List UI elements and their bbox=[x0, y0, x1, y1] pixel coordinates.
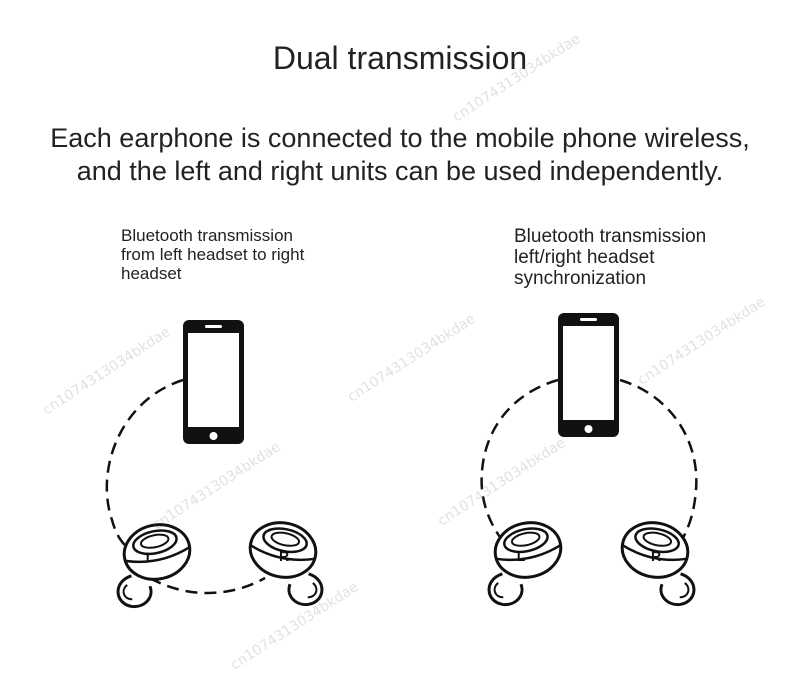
left-dashed-link-phone-to-left bbox=[105, 378, 184, 549]
right-diagram: L R bbox=[480, 313, 698, 606]
page-subtitle: Each earphone is connected to the mobile… bbox=[0, 122, 800, 188]
earbud-left-icon bbox=[116, 517, 197, 608]
right-diagram-caption: Bluetooth transmission left/right headse… bbox=[514, 226, 707, 289]
left-diagram: L R bbox=[105, 320, 324, 608]
right-dashed-link-phone-to-right bbox=[619, 378, 698, 539]
phone-icon bbox=[558, 313, 619, 437]
earbud-right-label: R bbox=[651, 548, 661, 564]
earbud-right-icon bbox=[243, 515, 324, 606]
earbud-left-label: L bbox=[517, 548, 526, 564]
earbud-right-icon bbox=[615, 515, 696, 606]
earbud-left-label: L bbox=[146, 549, 155, 565]
left-dashed-link-left-to-right bbox=[149, 576, 266, 595]
left-diagram-caption: Bluetooth transmission from left headset… bbox=[121, 226, 305, 283]
earbud-right-label: R bbox=[279, 548, 289, 564]
subtitle-line-1: Each earphone is connected to the mobile… bbox=[50, 123, 750, 153]
subtitle-line-2: and the left and right units can be used… bbox=[76, 156, 724, 186]
page-title: Dual transmission bbox=[272, 40, 528, 76]
earbud-left-icon bbox=[487, 515, 568, 606]
right-dashed-link-phone-to-left bbox=[480, 378, 559, 541]
phone-icon bbox=[183, 320, 244, 444]
